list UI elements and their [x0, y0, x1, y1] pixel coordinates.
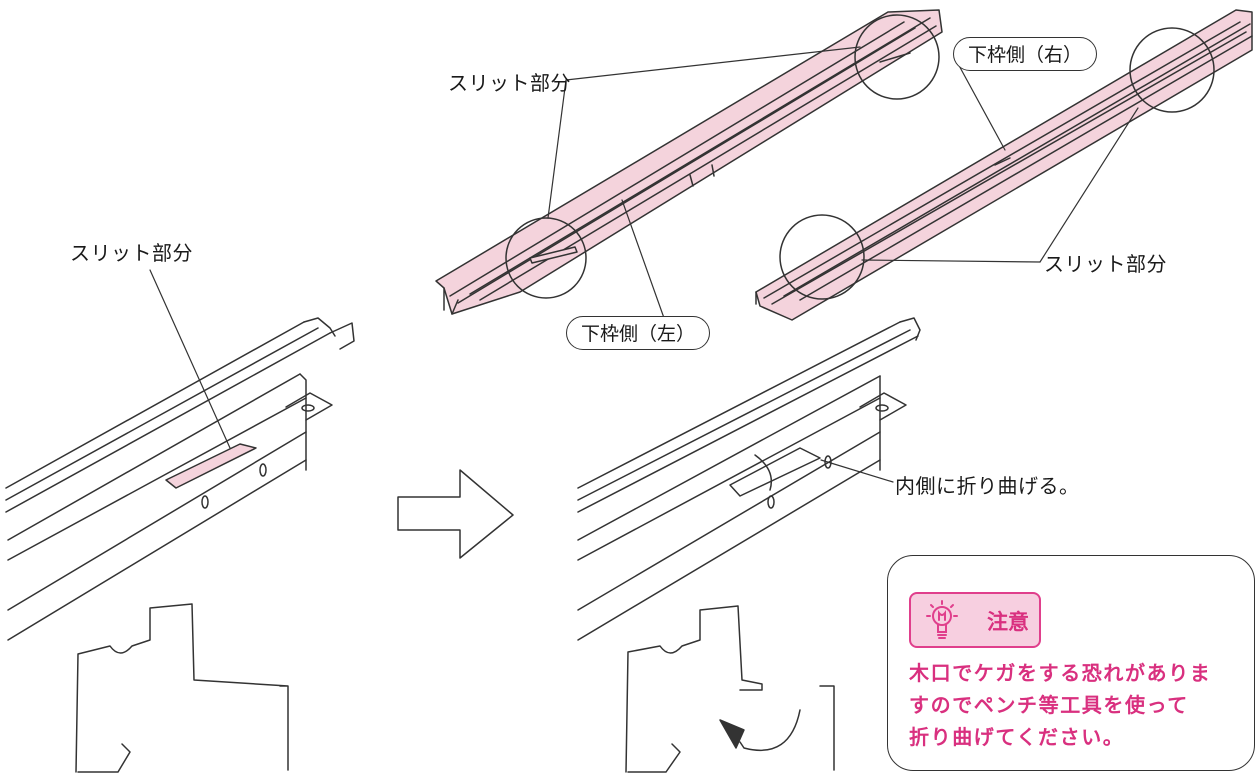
caution-header: 注意 [909, 592, 1041, 648]
frame-detail-before [5, 317, 355, 641]
caution-line: すのでペンチ等工具を使って [909, 693, 1189, 717]
slit-circle-top-left-a [854, 14, 940, 100]
leader-lines [149, 46, 1139, 483]
right-arrow-icon [397, 469, 514, 559]
lower-frame-right-rail [755, 9, 1253, 321]
slit-label-left: スリット部分 [70, 241, 193, 265]
cross-section-after [625, 605, 835, 773]
fold-inside-label: 内側に折り曲げる。 [895, 474, 1080, 498]
slit-circle-top-left-b [505, 217, 587, 299]
lower-frame-right-label: 下枠側（右） [953, 37, 1098, 71]
caution-line: 木口でケガをする恐れがありま [909, 661, 1212, 685]
caution-box: 注意 木口でケガをする恐れがありま すのでペンチ等工具を使って 折り曲げてくださ… [887, 555, 1255, 771]
slit-label-right: スリット部分 [1044, 252, 1167, 276]
cross-section-before [75, 603, 289, 773]
lightbulb-icon [926, 600, 958, 639]
caution-line: 折り曲げてください。 [909, 725, 1125, 749]
lower-frame-left-label: 下枠側（左） [566, 316, 711, 350]
frame-detail-after [577, 317, 921, 641]
caution-text: 木口でケガをする恐れがありま すのでペンチ等工具を使って 折り曲げてください。 [909, 657, 1245, 753]
slit-label-top: スリット部分 [448, 71, 571, 95]
slit-circle-top-right-a [1129, 27, 1215, 113]
caution-title: 注意 [987, 610, 1029, 634]
rotation-arrow-icon [739, 709, 801, 752]
slit-circle-top-right-b [779, 214, 865, 300]
lower-frame-left-rail [435, 9, 943, 315]
